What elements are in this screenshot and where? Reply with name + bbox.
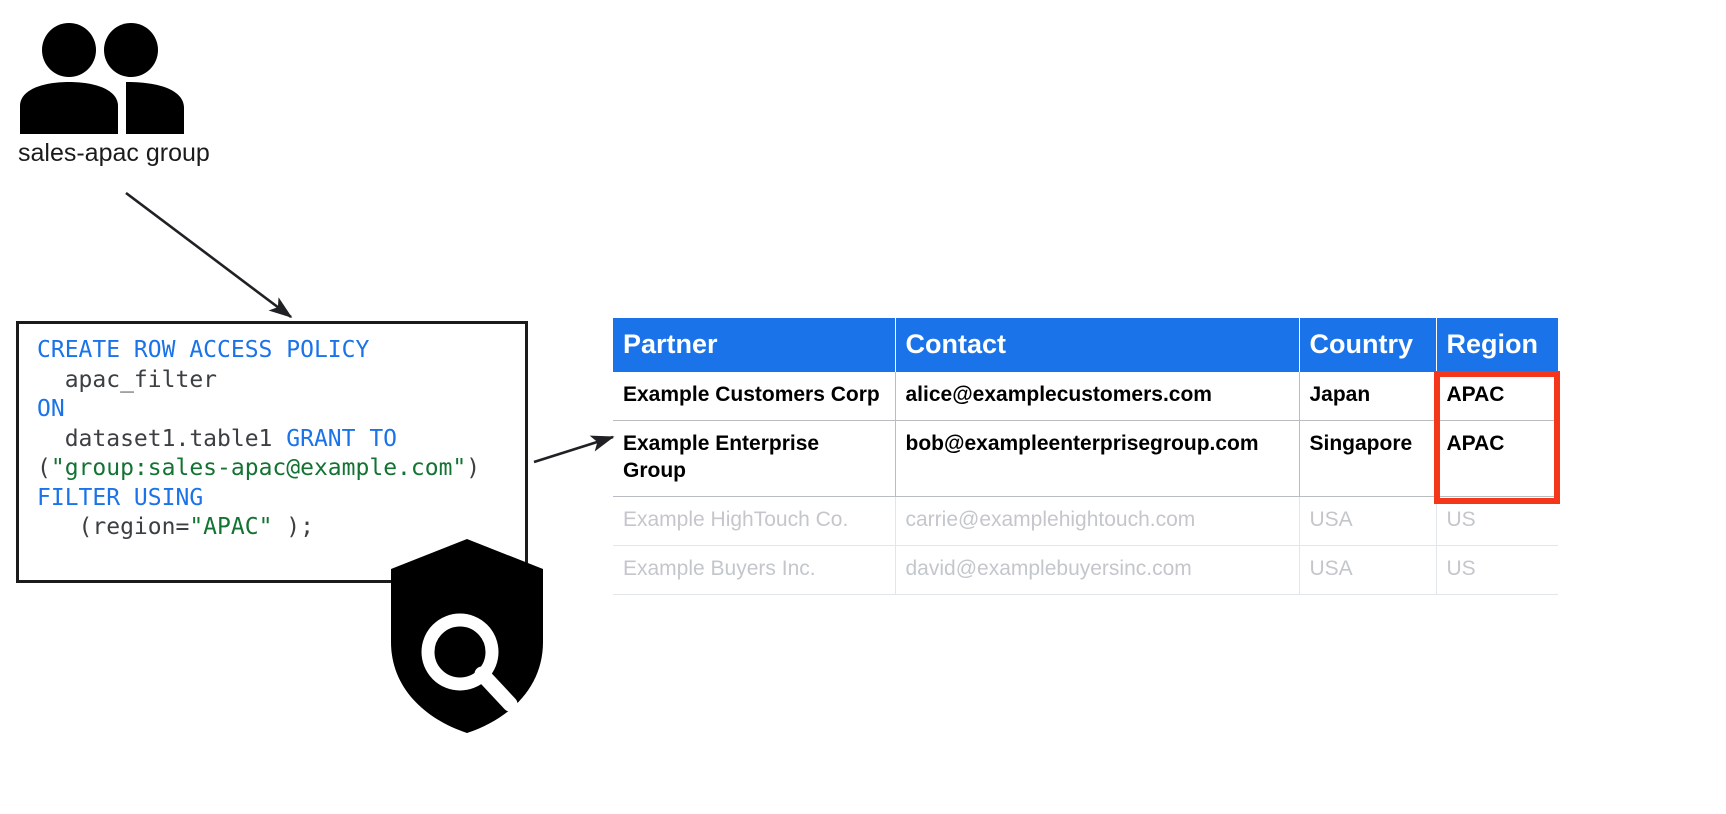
sql-code: CREATE ROW ACCESS POLICY apac_filter ON … — [37, 336, 525, 543]
table-row: Example Customers Corp alice@examplecust… — [613, 372, 1558, 421]
cell-country: Japan — [1299, 372, 1437, 421]
code-table-ref: dataset1.table1 — [37, 425, 287, 452]
column-header-country[interactable]: Country — [1299, 318, 1437, 372]
cell-partner: Example Enterprise Group — [613, 420, 896, 497]
cell-partner: Example Customers Corp — [613, 372, 896, 421]
code-kw-create: CREATE ROW ACCESS POLICY — [37, 337, 370, 363]
table-row: Example Enterprise Group bob@exampleente… — [613, 420, 1558, 497]
partner-access-table: Partner Contact Country Region Example C… — [613, 318, 1558, 595]
code-policy-name: apac_filter — [37, 366, 218, 393]
cell-partner: Example HighTouch Co. — [613, 496, 896, 546]
cell-country: Singapore — [1299, 420, 1437, 497]
code-paren-open: ( — [37, 455, 51, 481]
code-grantee-string: "group:sales-apac@example.com" — [50, 455, 467, 481]
table-header-row: Partner Contact Country Region — [613, 318, 1558, 372]
cell-contact: alice@examplecustomers.com — [895, 372, 1300, 421]
column-header-partner[interactable]: Partner — [613, 318, 896, 372]
cell-contact: carrie@examplehightouch.com — [895, 496, 1300, 546]
partner-access-table-wrap: Partner Contact Country Region Example C… — [613, 318, 1558, 595]
cell-region: US — [1436, 496, 1558, 546]
code-filter-expr: (region= — [37, 514, 190, 540]
cell-partner: Example Buyers Inc. — [613, 545, 896, 595]
cell-country: USA — [1299, 545, 1437, 595]
table-row: Example HighTouch Co. carrie@examplehigh… — [613, 496, 1558, 546]
cell-country: USA — [1299, 496, 1437, 546]
cell-region: US — [1436, 545, 1558, 595]
cell-region: APAC — [1436, 372, 1558, 421]
group-label: sales-apac group — [18, 139, 210, 167]
policy-to-table-arrow — [533, 435, 615, 464]
cell-contact: bob@exampleenterprisegroup.com — [895, 420, 1300, 497]
row-access-policy-code-box: CREATE ROW ACCESS POLICY apac_filter ON … — [16, 321, 528, 583]
code-filter-value: "APAC" — [189, 514, 273, 540]
people-group-icon — [18, 22, 218, 134]
cell-region: APAC — [1436, 420, 1558, 497]
shield-search-icon — [388, 536, 546, 736]
column-header-region[interactable]: Region — [1436, 318, 1558, 372]
table-row: Example Buyers Inc. david@examplebuyersi… — [613, 545, 1558, 595]
cell-contact: david@examplebuyersinc.com — [895, 545, 1300, 595]
code-kw-filter-using: FILTER USING — [37, 484, 204, 511]
code-paren-close: ) — [466, 455, 481, 481]
group-to-policy-arrow — [125, 191, 293, 319]
code-filter-tail: ); — [272, 514, 314, 540]
code-kw-on: ON — [37, 396, 65, 422]
code-kw-grant-to: GRANT TO — [286, 425, 398, 452]
column-header-contact[interactable]: Contact — [895, 318, 1300, 372]
